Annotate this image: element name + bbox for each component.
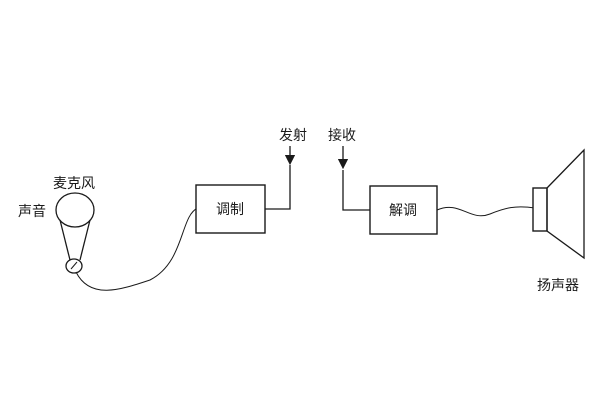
microphone-label: 麦克风 xyxy=(53,176,95,192)
transmit-line xyxy=(265,165,291,210)
modulation-box xyxy=(195,184,266,234)
speaker-cable xyxy=(436,206,536,217)
speaker-label: 扬声器 xyxy=(537,278,579,294)
microphone-icon xyxy=(55,192,95,274)
speaker-icon xyxy=(532,148,585,260)
demodulation-label: 解调 xyxy=(389,203,417,219)
receive-label: 接收 xyxy=(328,127,356,144)
demodulation-box xyxy=(369,185,438,235)
receive-line xyxy=(342,170,370,211)
transmit-label: 发射 xyxy=(279,128,307,144)
sound-label: 声音 xyxy=(18,203,46,220)
modulation-label: 调制 xyxy=(216,202,244,218)
microphone-cable xyxy=(75,207,199,291)
